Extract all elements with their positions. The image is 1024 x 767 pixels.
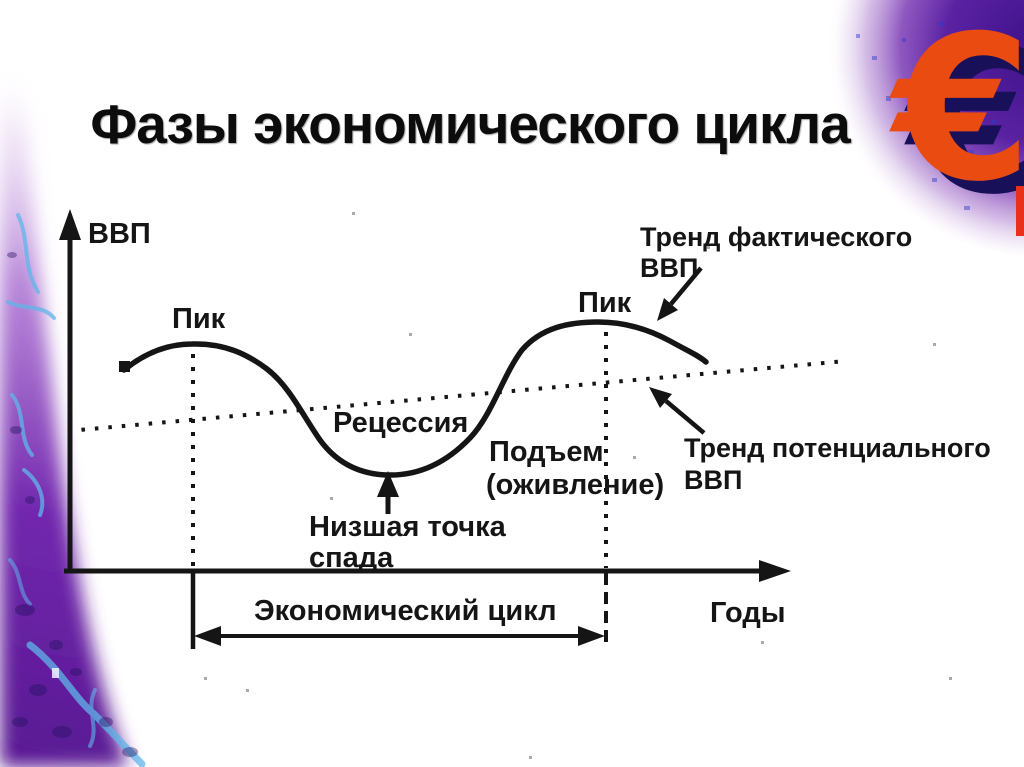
potential-trend-label-line1: Тренд потенциального xyxy=(684,433,991,463)
y-axis-label: ВВП xyxy=(88,218,151,250)
peak-right-label: Пик xyxy=(578,287,632,319)
upturn-label-line1: Подъем xyxy=(489,436,604,468)
scan-specks xyxy=(204,212,952,759)
x-axis-arrowhead xyxy=(759,560,791,582)
trough-arrow xyxy=(377,471,399,514)
x-axis xyxy=(64,560,791,582)
euro-shadow-icon: € xyxy=(904,6,1024,239)
recession-label: Рецессия xyxy=(333,407,468,439)
potential-trend-arrow xyxy=(649,387,706,435)
cycle-span-arrow xyxy=(194,626,605,646)
actual-trend-label-line2: ВВП xyxy=(640,253,698,283)
slide-title: Фазы экономического цикла xyxy=(90,93,850,155)
actual-trend-label-line1: Тренд фактического xyxy=(640,222,912,252)
x-axis-label: Годы xyxy=(710,597,786,629)
actual-trend-arrow xyxy=(657,266,703,321)
top-right-texture: € € xyxy=(824,0,1024,256)
upturn-label-line2: (оживление) xyxy=(486,469,664,501)
peak-left-label: Пик xyxy=(172,303,226,335)
potential-trend-label-line2: ВВП xyxy=(684,465,742,495)
gdp-curve xyxy=(119,319,709,478)
trough-label-line1: Низшая точка xyxy=(309,511,507,543)
trough-label-line2: спада xyxy=(309,542,394,574)
y-axis xyxy=(59,209,81,573)
y-axis-arrowhead xyxy=(59,209,81,240)
potential-gdp-trend-dotted-line xyxy=(67,359,847,433)
euro-icon: € xyxy=(889,0,1024,226)
corner-speckles xyxy=(856,22,1018,210)
left-border-white-fleck xyxy=(52,668,59,678)
left-border-texture xyxy=(0,0,146,767)
cycle-span-label: Экономический цикл xyxy=(254,595,557,627)
right-edge-red-sliver xyxy=(1016,186,1024,236)
